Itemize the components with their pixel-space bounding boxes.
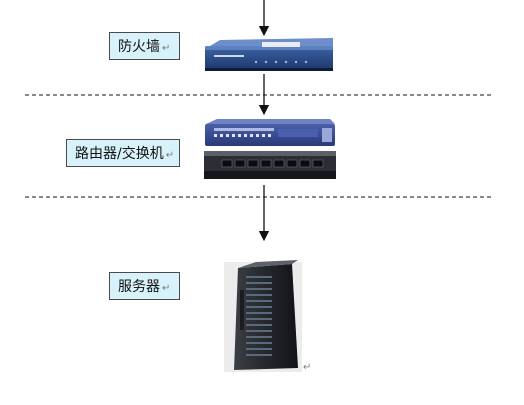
router-switch-label: 路由器/交换机↵: [66, 139, 180, 167]
server-device-icon: [224, 260, 302, 372]
paragraph-mark: ↵: [165, 150, 175, 161]
firewall-label-text: 防火墙: [118, 39, 160, 55]
paragraph-mark: ↵: [162, 43, 171, 54]
server-label: 服务器↵: [109, 272, 180, 300]
firewall-label: 防火墙↵: [109, 32, 180, 60]
server-label-text: 服务器: [118, 279, 160, 295]
firewall-device-icon: [205, 38, 333, 71]
router-switch-device-icon: [204, 119, 336, 179]
router-switch-label-text: 路由器/交换机: [75, 146, 164, 162]
paragraph-mark: ↵: [162, 283, 171, 294]
paragraph-mark-server: ↵: [303, 362, 312, 373]
